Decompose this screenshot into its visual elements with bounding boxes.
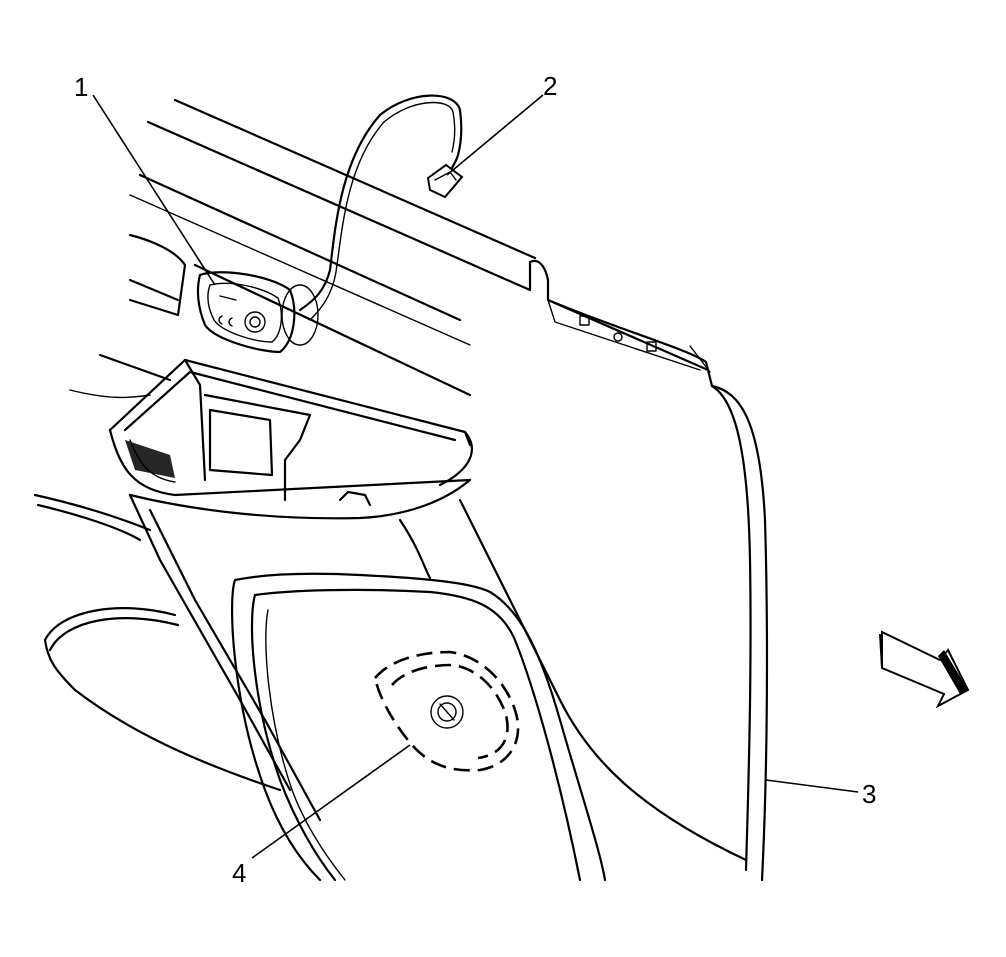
callout-2: 2 (543, 71, 557, 101)
left-side-panels (33, 233, 282, 792)
wire-harness (298, 94, 464, 321)
quarter-trim-panel (398, 259, 769, 882)
callout-1: 1 (74, 72, 88, 102)
direction-arrow-icon (879, 630, 970, 709)
upper-trim-edges (129, 98, 710, 397)
speaker-recess (230, 572, 607, 882)
callout-4: 4 (232, 858, 246, 888)
callout-leaders (92, 94, 859, 859)
hidden-retainer (373, 650, 520, 772)
callout-3: 3 (862, 779, 876, 809)
switch-assembly (196, 271, 319, 354)
